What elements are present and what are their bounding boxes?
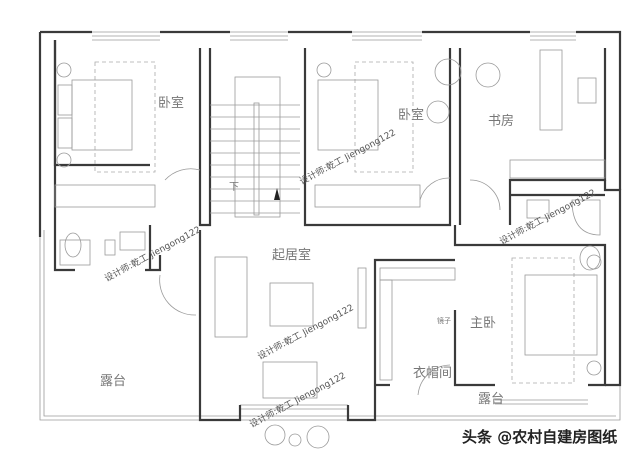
bathroom-fixtures (59, 199, 601, 271)
stair-arrow-icon (274, 188, 280, 200)
walls (38, 30, 622, 422)
bedroom-1-furniture (54, 61, 156, 208)
stair-down-label: 下 (229, 182, 239, 193)
terrace-outline (39, 225, 621, 421)
room-label-living-room: 起居室 (272, 248, 312, 263)
room-label-study: 书房 (488, 114, 515, 129)
stair (210, 76, 300, 218)
room-label-master-bedroom: 主卧 (470, 316, 497, 331)
living-room-furniture (214, 256, 367, 449)
master-furniture (379, 254, 602, 384)
room-label-terrace-left: 露台 (100, 374, 127, 389)
source-watermark: 头条 @农村自建房图纸 (462, 428, 618, 446)
mirror-label: 镜子 (437, 317, 451, 325)
windows (92, 31, 588, 410)
doors (159, 168, 501, 396)
room-label-terrace-right: 露台 (478, 392, 505, 407)
study-furniture (475, 49, 606, 179)
room-label-bedroom-1: 卧室 (158, 96, 185, 111)
room-label-bedroom-2: 卧室 (398, 108, 425, 123)
bedroom-2-furniture (314, 58, 462, 208)
room-label-walk-in-closet: 衣帽间 (413, 366, 453, 381)
